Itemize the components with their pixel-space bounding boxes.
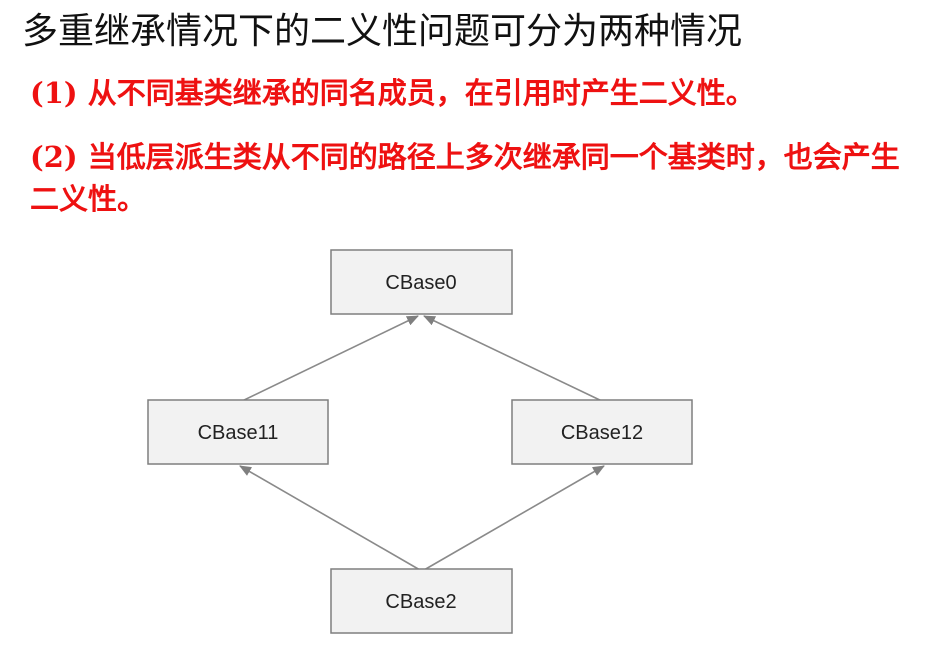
node-box-cbase11 [147,399,329,465]
node-cbase0: CBase0 [330,249,513,315]
node-box-cbase12 [511,399,693,465]
edge-cbase2-to-cbase12 [423,465,605,571]
node-label-cbase11: CBase11 [198,422,279,444]
node-cbase2: CBase2 [330,568,513,634]
point-1: (1) 从不同基类继承的同名成员，在引用时产生二义性。 [30,76,755,110]
node-label-cbase12: CBase12 [561,422,643,444]
node-label-cbase0: CBase0 [385,272,456,294]
edge-cbase12-to-cbase0 [423,315,605,403]
edge-cbase2-to-cbase11 [239,465,421,571]
edge-cbase11-to-cbase0 [239,315,419,403]
node-box-cbase2 [330,568,513,634]
point-2: (2) 当低层派生类从不同的路径上多次继承同一个基类时，也会产生二义性。 [30,140,900,216]
node-cbase11: CBase11 [147,399,329,465]
node-label-cbase2: CBase2 [385,591,456,613]
node-cbase12: CBase12 [511,399,693,465]
slide-title: 多重继承情况下的二义性问题可分为两种情况 [22,11,743,52]
node-box-cbase0 [330,249,513,315]
